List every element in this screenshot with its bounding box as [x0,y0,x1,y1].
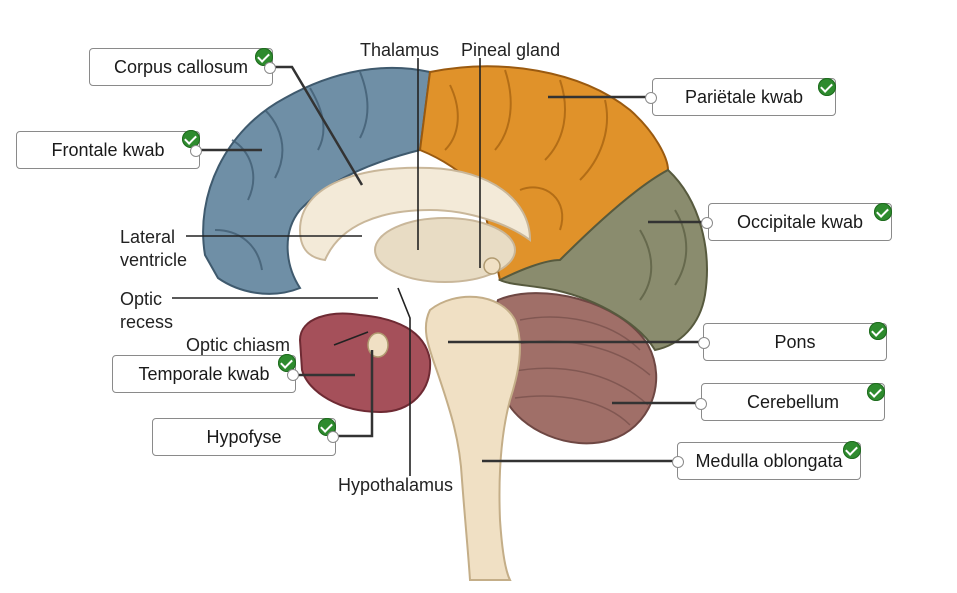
drop-target-handle[interactable] [190,145,202,157]
drop-target-handle[interactable] [327,431,339,443]
connector-corpus-callosum [273,65,364,186]
drop-target-handle[interactable] [672,456,684,468]
answer-text: Pariëtale kwab [684,86,804,107]
drop-target-handle[interactable] [701,217,713,229]
answer-box-cerebellum[interactable]: Cerebellum [701,383,885,421]
answer-text: Pons [774,331,816,352]
answer-box-pons[interactable]: Pons [703,323,887,361]
label-pineal-gland: Pineal gland [461,40,561,60]
check-icon [255,48,273,66]
answer-text: Corpus callosum [113,56,249,77]
answer-text: Hypofyse [206,426,282,447]
answer-box-medulla-oblongata[interactable]: Medulla oblongata [677,442,861,480]
drop-target-handle[interactable] [695,398,707,410]
check-icon [818,78,836,96]
leader-optic-chiasm [333,331,369,346]
drop-target-handle[interactable] [287,369,299,381]
answer-text: Medulla oblongata [695,450,843,471]
check-icon [867,383,885,401]
brainstem [424,295,521,581]
answer-text: Temporale kwab [138,363,270,384]
drop-target-handle[interactable] [645,92,657,104]
label-optic-chiasm: Optic chiasm [186,335,291,355]
leader-hypothalamus [397,287,411,476]
pineal-body [483,257,501,275]
frontal-lobe [202,66,432,295]
occipital-lobe [497,168,708,352]
temporal-lobe [298,312,432,414]
label-optic-recess-line1: Optic [120,289,163,309]
answer-box-corpus-callosum[interactable]: Corpus callosum [89,48,273,86]
answer-box-hypofyse[interactable]: Hypofyse [152,418,336,456]
answer-text: Frontale kwab [51,139,165,160]
answer-text: Cerebellum [746,391,840,412]
answer-text: Occipitale kwab [736,211,864,232]
corpus-callosum [298,166,532,262]
label-thalamus: Thalamus [360,40,440,60]
answer-box-parietale-kwab[interactable]: Pariëtale kwab [652,78,836,116]
check-icon [182,130,200,148]
label-lateral-ventricle-line2: ventricle [120,250,188,270]
answer-box-occipitale-kwab[interactable]: Occipitale kwab [708,203,892,241]
check-icon [874,203,892,221]
connector-hypofyse [335,350,374,438]
drop-target-handle[interactable] [264,62,276,74]
answer-box-frontale-kwab[interactable]: Frontale kwab [16,131,200,169]
label-hypothalamus: Hypothalamus [338,475,454,495]
label-optic-recess-line2: recess [120,312,174,332]
check-icon [278,354,296,372]
check-icon [843,441,861,459]
drop-target-handle[interactable] [698,337,710,349]
label-lateral-ventricle-line1: Lateral [120,227,176,247]
answer-box-temporale-kwab[interactable]: Temporale kwab [112,355,296,393]
check-icon [869,322,887,340]
